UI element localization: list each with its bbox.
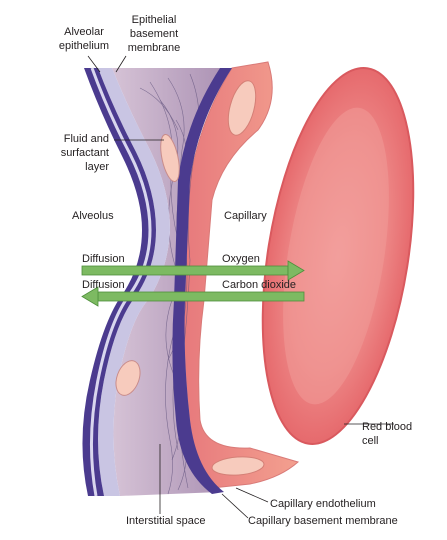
label-red-blood-cell: Red blood cell — [362, 421, 412, 447]
svg-text:Red blood: Red blood — [362, 421, 412, 433]
endothelial-nucleus-bottom — [211, 456, 265, 476]
carbon-dioxide-diffusion-arrow — [81, 286, 305, 307]
svg-text:Epithelial: Epithelial — [132, 14, 177, 26]
label-alveolus: Alveolus — [72, 210, 114, 222]
svg-text:Alveolar: Alveolar — [64, 26, 104, 38]
leader-lines — [87, 55, 394, 519]
label-fluid-surfactant-layer: Fluid and surfactant layer — [61, 133, 110, 173]
endothelial-nucleus-top — [227, 80, 257, 136]
fluid-surfactant-cell — [160, 133, 180, 183]
svg-text:epithelium: epithelium — [59, 40, 109, 52]
svg-text:basement: basement — [130, 28, 178, 40]
alveolar-epithelium-layer — [82, 68, 156, 496]
svg-text:surfactant: surfactant — [61, 147, 109, 159]
label-alveolar-epithelium: Alveolar epithelium — [59, 26, 109, 52]
svg-text:membrane: membrane — [128, 42, 181, 54]
label-capillary-basement-membrane: Capillary basement membrane — [248, 515, 398, 527]
svg-text:Fluid and: Fluid and — [64, 133, 109, 145]
label-capillary-endothelium: Capillary endothelium — [270, 498, 376, 510]
label-diffusion-out: Diffusion — [82, 279, 125, 291]
label-epithelial-basement-membrane: Epithelial basement membrane — [128, 14, 181, 54]
oxygen-diffusion-arrow — [81, 260, 305, 281]
label-oxygen: Oxygen — [222, 253, 260, 265]
capillary-basement-membrane — [172, 68, 232, 494]
svg-text:cell: cell — [362, 435, 379, 447]
label-diffusion-in: Diffusion — [82, 253, 125, 265]
epithelial-nucleus-bottom — [115, 360, 141, 396]
interstitial-space — [112, 68, 232, 496]
label-interstitial-space: Interstitial space — [126, 515, 205, 527]
label-carbon-dioxide: Carbon dioxide — [222, 279, 296, 291]
label-capillary: Capillary — [224, 210, 267, 222]
epithelial-basement-membrane-layer — [98, 68, 170, 496]
red-blood-cell — [261, 67, 415, 445]
svg-text:layer: layer — [85, 161, 109, 173]
